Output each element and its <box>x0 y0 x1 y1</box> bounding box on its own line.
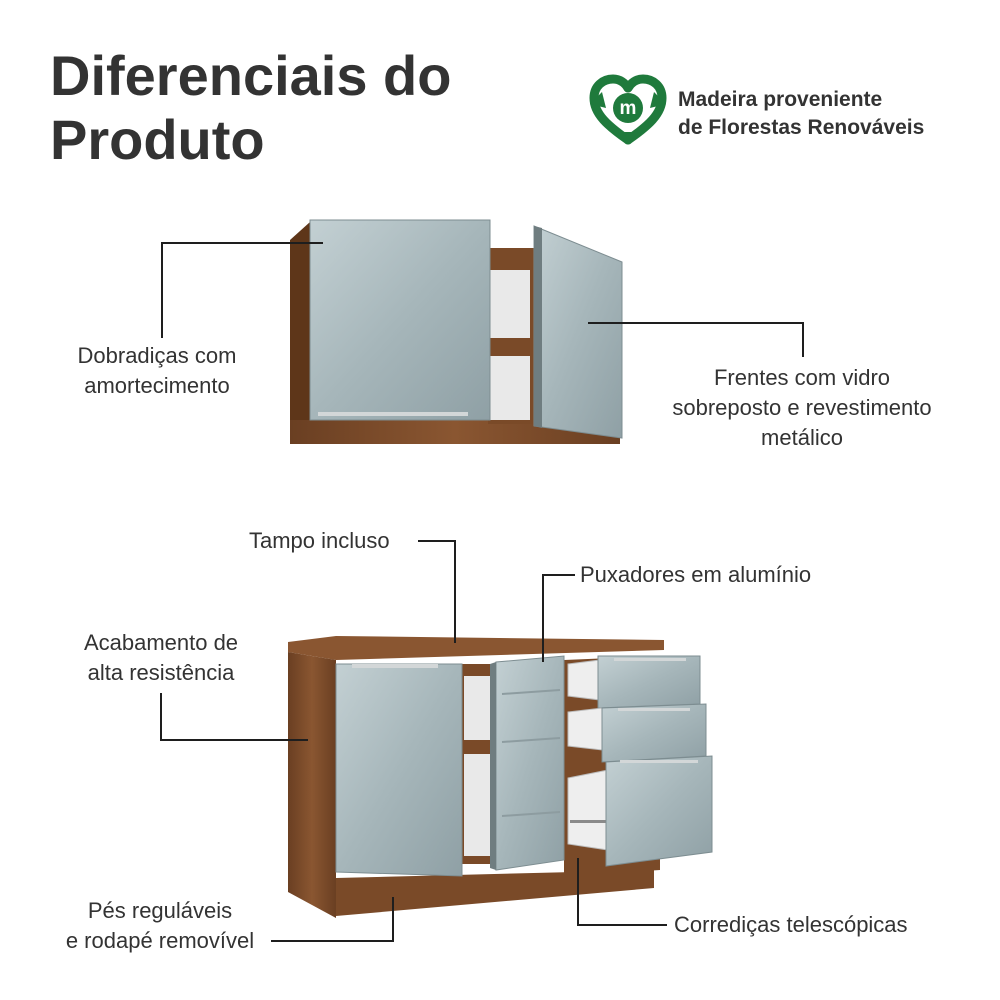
base-cabinet <box>288 636 713 918</box>
wall-cabinet-shelf <box>488 338 534 356</box>
drawer-2-box <box>567 707 603 751</box>
handles-leader-line <box>542 574 575 662</box>
page-title-line-1: Diferenciais do <box>50 44 452 107</box>
open-door-reflection-2 <box>501 737 561 743</box>
finish-line-1: Acabamento de <box>83 630 239 655</box>
base-cabinet-open-door-edge <box>490 662 496 870</box>
wall-cabinet <box>290 219 623 444</box>
badge-line-2: de Florestas Renováveis <box>678 116 925 139</box>
feature-label-slides: Corrediças telescópicas <box>674 910 908 940</box>
drawer-3 <box>567 755 713 867</box>
top-leader-line <box>418 540 456 643</box>
sustainability-badge: m Madeira proveniente de Florestas Renov… <box>588 74 968 154</box>
drawer-2-handle <box>618 708 690 711</box>
page-title: Diferenciais do Produto <box>50 44 451 172</box>
drawer-3-front <box>605 755 713 867</box>
base-cabinet-shelf <box>462 740 498 754</box>
open-door-reflection-1 <box>501 689 561 695</box>
handles-line: Puxadores em alumínio <box>580 562 812 587</box>
fronts-line-2: sobreposto e revestimento <box>672 395 932 420</box>
wall-cabinet-right-door-edge <box>534 226 542 428</box>
drawer-1 <box>567 655 701 709</box>
base-cabinet-plinth <box>336 870 654 916</box>
page-title-line-2: Produto <box>50 108 265 171</box>
open-door-reflection-3 <box>501 811 561 817</box>
base-cabinet-open-door <box>495 655 565 871</box>
fronts-leader-line <box>588 322 804 357</box>
top-line: Tampo incluso <box>249 528 390 553</box>
leader-lines <box>160 242 804 942</box>
wall-cabinet-side <box>290 222 310 432</box>
slides-leader-line <box>577 858 667 926</box>
hinges-leader-line <box>161 242 323 338</box>
drawer-1-front <box>597 655 701 709</box>
badge-text: Madeira proveniente de Florestas Renováv… <box>678 86 924 142</box>
finish-line-2: alta resistência <box>87 660 235 685</box>
feature-label-feet: Pés reguláveis e rodapé removível <box>52 896 268 956</box>
drawer-3-box <box>567 769 609 851</box>
wall-cabinet-right-door <box>533 225 623 439</box>
badge-letter: m <box>620 98 637 119</box>
base-cabinet-side <box>288 652 336 918</box>
drawer-2-front <box>601 703 707 763</box>
drawer-1-box <box>567 659 601 701</box>
feet-line-1: Pés reguláveis <box>87 898 233 923</box>
feature-label-fronts: Frentes com vidro sobreposto e revestime… <box>650 363 954 453</box>
slides-line: Corrediças telescópicas <box>674 912 908 937</box>
fronts-line-3: metálico <box>761 425 843 450</box>
wall-cabinet-left-handle <box>318 412 468 416</box>
drawer-1-handle <box>614 658 686 661</box>
feet-line-2: e rodapé removível <box>65 928 255 953</box>
recycle-heart-m-icon: m <box>589 74 667 145</box>
badge-line-1: Madeira proveniente <box>678 88 883 111</box>
fronts-line-1: Frentes com vidro <box>713 365 891 390</box>
feature-label-finish: Acabamento de alta resistência <box>64 628 258 688</box>
base-cabinet-left-handle <box>352 664 438 668</box>
wall-cabinet-left-door <box>309 219 491 421</box>
finish-leader-line <box>160 693 308 741</box>
base-cabinet-interior <box>464 676 494 856</box>
hinges-line-1: Dobradiças com <box>77 343 237 368</box>
feet-leader-line <box>271 897 394 942</box>
base-cabinet-top <box>288 636 664 660</box>
drawer-3-handle <box>620 760 698 763</box>
feature-label-handles: Puxadores em alumínio <box>580 560 811 590</box>
feature-label-hinges: Dobradiças com amortecimento <box>62 341 252 401</box>
base-cabinet-left-door <box>335 663 463 877</box>
hinges-line-2: amortecimento <box>84 373 230 398</box>
feature-label-top: Tampo incluso <box>249 526 390 556</box>
telescopic-slide <box>570 820 606 823</box>
drawer-2 <box>567 703 707 763</box>
